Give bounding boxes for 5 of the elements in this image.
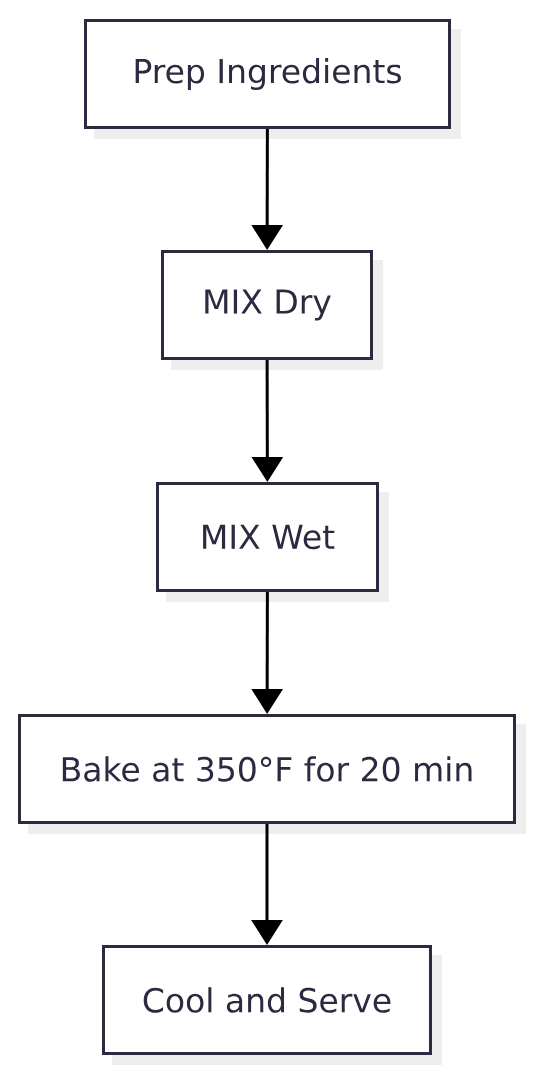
process-box: Bake at 350°F for 20 min [18,714,526,834]
process-box: MIX Dry [161,250,383,370]
process-box: Cool and Serve [102,945,442,1065]
process-box: Prep Ingredients [84,19,461,139]
process-box: MIX Wet [156,482,389,602]
